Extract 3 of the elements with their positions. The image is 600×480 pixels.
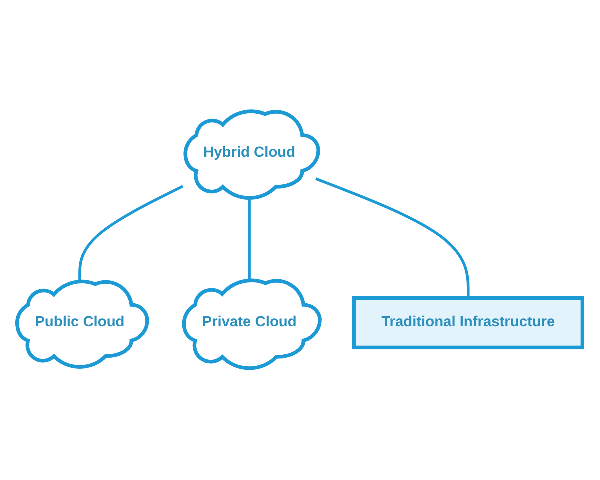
node-box: Traditional Infrastructure — [352, 296, 584, 350]
connector — [316, 178, 470, 298]
connector — [78, 185, 184, 280]
